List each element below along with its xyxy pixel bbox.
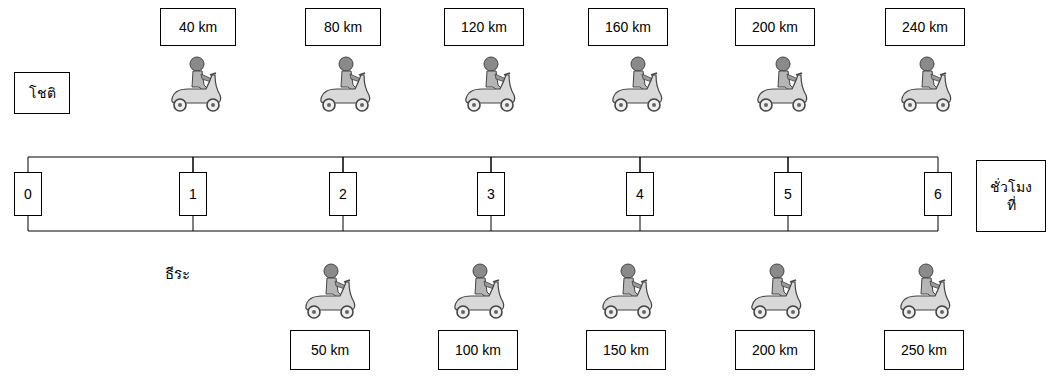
box-text: 200 km: [752, 341, 798, 359]
distance-box: 100 km: [438, 330, 518, 370]
distance-box: 200 km: [735, 8, 815, 46]
box-text: 250 km: [901, 341, 947, 359]
hour-box: 1: [179, 172, 207, 216]
distance-box: 150 km: [586, 330, 666, 370]
timeline-rail: [193, 157, 343, 172]
hour-box: 4: [626, 172, 654, 216]
timeline-rail: [28, 157, 193, 172]
distance-box: 240 km: [885, 8, 965, 46]
box-text: 6: [934, 185, 942, 203]
distance-box: 40 km: [160, 8, 236, 46]
box-text: 3: [487, 185, 495, 203]
box-text: ชั่วโมง ที่: [990, 178, 1032, 214]
box-text: 4: [636, 185, 644, 203]
hour-box: 3: [477, 172, 505, 216]
box-text: 50 km: [311, 341, 349, 359]
hour-box: 5: [774, 172, 802, 216]
box-text: 80 km: [324, 18, 362, 36]
hour-box: 0: [14, 172, 42, 216]
box-text: 120 km: [461, 18, 507, 36]
timeline-rail: [491, 157, 640, 172]
box-text: โชติ: [29, 84, 56, 102]
box-text: 200 km: [752, 18, 798, 36]
box-text: 1: [189, 185, 197, 203]
scooter-icon: [172, 57, 951, 318]
box-text: 240 km: [902, 18, 948, 36]
box-text: 100 km: [455, 341, 501, 359]
timeline-rail: [640, 157, 788, 172]
hour-box: 6: [924, 172, 952, 216]
distance-box: 120 km: [444, 8, 524, 46]
box-text: 160 km: [605, 18, 651, 36]
timeline-rail: [788, 157, 938, 172]
distance-box: 80 km: [305, 8, 381, 46]
box-text: 150 km: [603, 341, 649, 359]
distance-box: 160 km: [588, 8, 668, 46]
box-text: 0: [24, 185, 32, 203]
bottom-rail: [28, 216, 938, 231]
rider-name-box: โชติ: [14, 72, 70, 114]
box-text: 40 km: [179, 18, 217, 36]
rider-name: ธีระ: [165, 262, 190, 286]
distance-box: 250 km: [884, 330, 964, 370]
box-text: 2: [339, 185, 347, 203]
hour-box: 2: [329, 172, 357, 216]
timeline-rail: [343, 157, 491, 172]
box-text: 5: [784, 185, 792, 203]
axis-title-box: ชั่วโมง ที่: [976, 160, 1046, 232]
distance-box: 50 km: [290, 330, 370, 370]
distance-box: 200 km: [735, 330, 815, 370]
